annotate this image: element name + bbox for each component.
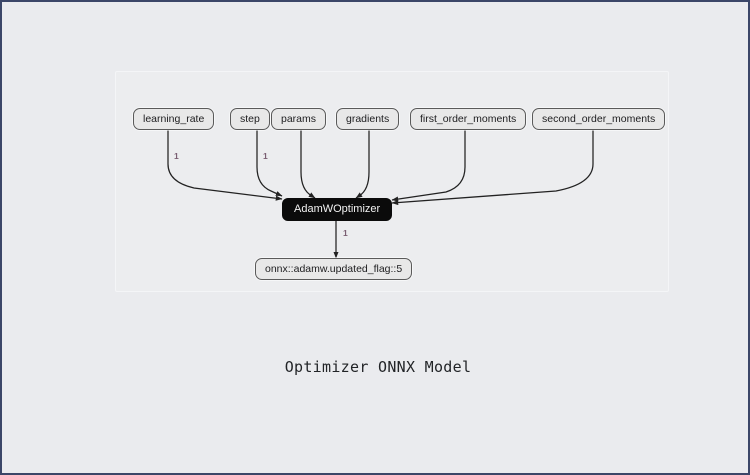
- graph-node-adamw-optimizer[interactable]: AdamWOptimizer: [282, 198, 393, 221]
- graph-node-step[interactable]: step: [230, 108, 270, 130]
- edge-step-to-optimizer: [256, 130, 283, 197]
- graph-node-gradients[interactable]: gradients: [336, 108, 400, 130]
- node-label: first_order_moments: [420, 112, 517, 125]
- edge-label-learning-rate: 1: [174, 151, 179, 161]
- edge-learning-rate-to-optimizer: [167, 130, 283, 201]
- graph-node-params[interactable]: params: [271, 108, 327, 130]
- edge-gradients-to-optimizer: [355, 130, 370, 199]
- node-label: gradients: [346, 112, 390, 125]
- edge-second-order-moments-to-optimizer: [391, 130, 594, 206]
- edge-label-step: 1: [263, 151, 268, 161]
- edge-first-order-moments-to-optimizer: [391, 130, 466, 202]
- figure-canvas: learning_rate step params gradients firs…: [3, 3, 747, 472]
- node-label: step: [240, 112, 260, 125]
- graph-node-updated-flag[interactable]: onnx::adamw.updated_flag::5: [255, 258, 413, 280]
- graph-node-first-order-moments[interactable]: first_order_moments: [410, 108, 527, 130]
- graph-node-learning-rate[interactable]: learning_rate: [133, 108, 215, 130]
- figure-title: Optimizer ONNX Model: [284, 358, 472, 376]
- edge-params-to-optimizer: [300, 130, 316, 199]
- node-label: second_order_moments: [542, 112, 656, 125]
- onnx-graph-panel: learning_rate step params gradients firs…: [115, 71, 669, 292]
- edge-label-updated-flag: 1: [343, 228, 348, 238]
- node-label: AdamWOptimizer: [294, 203, 381, 215]
- node-label: learning_rate: [143, 112, 205, 125]
- graph-edge-layer: [167, 130, 594, 259]
- graph-node-second-order-moments[interactable]: second_order_moments: [532, 108, 666, 130]
- node-label: onnx::adamw.updated_flag::5: [265, 262, 403, 275]
- node-label: params: [281, 112, 317, 125]
